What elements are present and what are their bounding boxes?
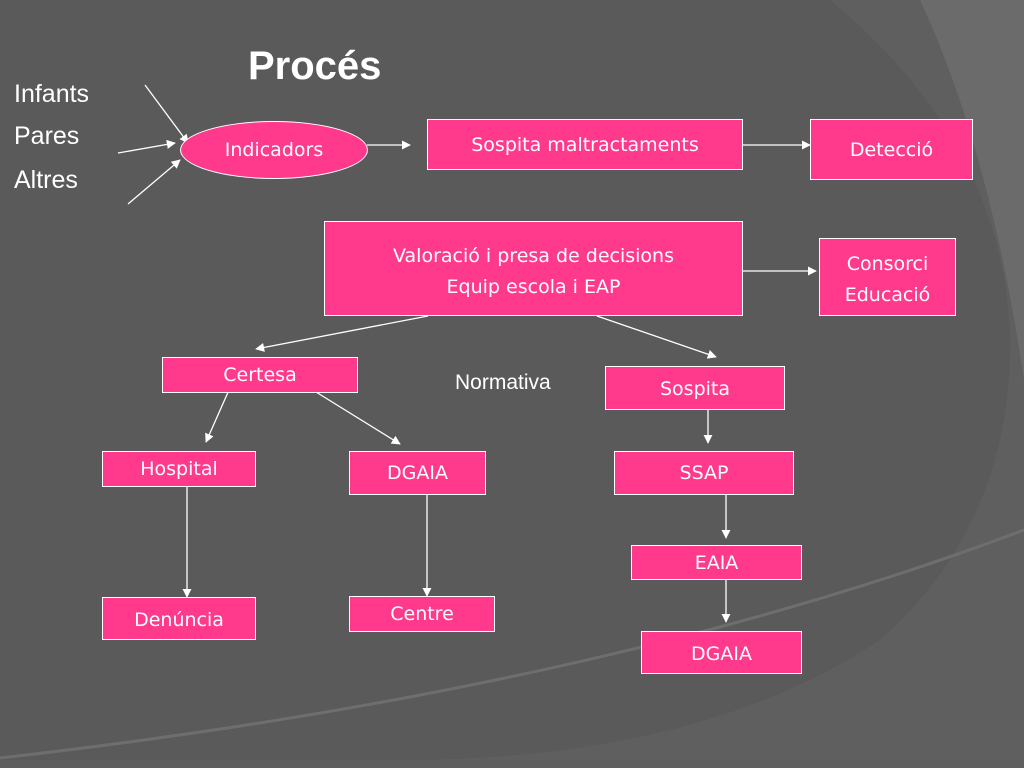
node-valoracio: Valoració i presa de decisions Equip esc…	[324, 221, 743, 316]
node-sospita: Sospita	[605, 366, 785, 410]
arrow-certesa-to-dgaia	[315, 391, 401, 445]
arrow-valoracio-to-certesa	[255, 315, 429, 352]
node-sospita-maltractaments: Sospita maltractaments	[427, 119, 743, 170]
node-dgaia-right: DGAIA	[641, 631, 802, 674]
arrow-valoracio-to-sospita	[596, 315, 717, 359]
arrow-pares-to-indicadors	[117, 139, 176, 154]
valoracio-line-2: Equip escola i EAP	[446, 276, 621, 298]
arrow-infants-to-indicadors	[144, 84, 189, 144]
arrow-altres-to-indicadors	[127, 159, 181, 205]
consorci-line-1: Consorci	[846, 253, 929, 275]
source-infants: Infants	[14, 80, 90, 108]
node-certesa: Certesa	[162, 357, 358, 393]
normativa-label: Normativa	[455, 371, 551, 394]
valoracio-line-1: Valoració i presa de decisions	[393, 245, 674, 267]
slide-title: Procés	[248, 44, 382, 88]
node-denuncia: Denúncia	[102, 597, 256, 640]
node-eaia: EAIA	[631, 545, 802, 580]
source-pares: Pares	[14, 122, 80, 150]
node-consorci-educacio: Consorci Educació	[819, 238, 956, 316]
node-ssap: SSAP	[614, 451, 794, 495]
node-centre: Centre	[349, 596, 495, 632]
source-altres: Altres	[14, 166, 78, 194]
arrow-certesa-to-hospital	[205, 389, 230, 443]
node-indicadors: Indicadors	[180, 121, 368, 179]
node-hospital: Hospital	[102, 451, 256, 487]
consorci-line-2: Educació	[844, 284, 931, 306]
node-deteccio: Detecció	[810, 119, 973, 180]
node-dgaia-left: DGAIA	[349, 451, 486, 495]
